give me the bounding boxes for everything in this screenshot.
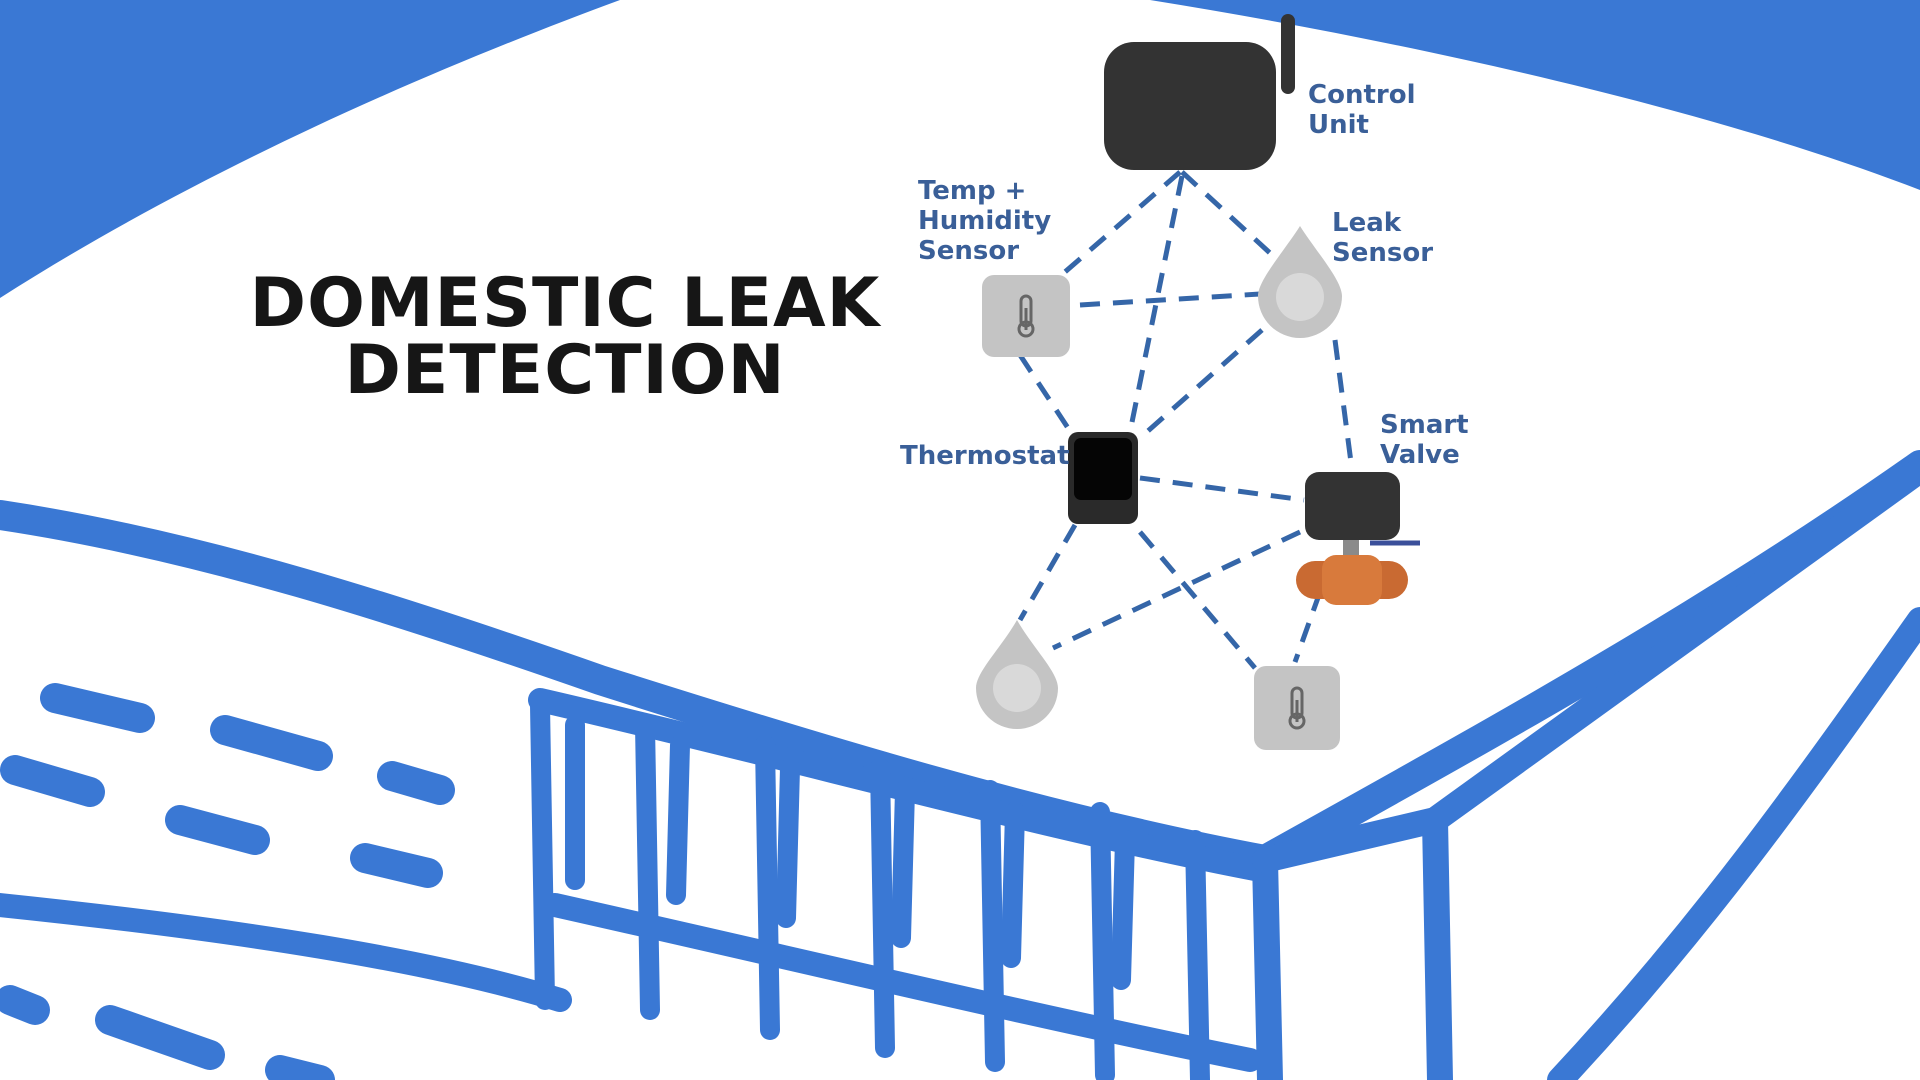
roof-lower-edge xyxy=(0,893,572,1012)
thermostat-label: Thermostat xyxy=(900,441,1070,471)
right-corner-edge xyxy=(1422,807,1453,1080)
right-wall-edge xyxy=(1252,847,1283,1080)
link-control-thermostat xyxy=(1127,175,1185,433)
slat xyxy=(666,735,690,905)
label-line: Valve xyxy=(1380,440,1460,470)
roof-shingles xyxy=(0,683,455,1080)
label-line: Temp + xyxy=(918,176,1027,206)
network-links xyxy=(1017,170,1355,670)
thermometer-icon xyxy=(1017,294,1035,338)
page-title-line-1: DOMESTIC LEAK xyxy=(249,264,881,343)
slat xyxy=(635,715,660,1020)
smart-valve-label: Smart Valve xyxy=(1380,410,1469,470)
leak-sensor-device-2 xyxy=(976,620,1058,729)
drop-highlight xyxy=(1276,273,1324,321)
link-leak-valve xyxy=(1332,339,1355,471)
shingle xyxy=(210,715,333,771)
link-leak-thermostat xyxy=(1138,328,1264,440)
shingle xyxy=(40,683,155,733)
page-title-line-2: DETECTION xyxy=(344,331,786,410)
drop-highlight xyxy=(993,664,1041,712)
roof-slats xyxy=(530,695,1210,1080)
label-line: Smart xyxy=(1380,410,1469,440)
ridge-line xyxy=(1252,457,1920,873)
shingle xyxy=(95,1005,225,1070)
slat xyxy=(980,780,1005,1072)
slat xyxy=(1001,802,1025,968)
label-line: Sensor xyxy=(1332,238,1434,268)
shingle xyxy=(0,755,105,807)
label-line: Unit xyxy=(1308,110,1369,140)
label-line: Sensor xyxy=(918,236,1020,266)
background-shapes xyxy=(0,0,1920,298)
label-line: Humidity xyxy=(918,206,1052,236)
link-thermostat-valve xyxy=(1139,475,1305,503)
shingle xyxy=(0,985,50,1025)
roof-rail-bottom xyxy=(543,893,1262,1072)
shingle xyxy=(377,761,455,805)
thermostat-device xyxy=(1068,432,1138,524)
link-control-leak xyxy=(1180,170,1285,267)
valve-actuator xyxy=(1305,472,1400,540)
leak-sensor-device xyxy=(1258,226,1342,338)
temp-humidity-sensor-label: Temp + Humidity Sensor xyxy=(918,176,1051,266)
link-thermostat-temp2 xyxy=(1138,530,1257,670)
label-line: Control xyxy=(1308,80,1416,110)
hub-body xyxy=(1104,42,1276,170)
slat xyxy=(530,695,555,1010)
far-right-slope xyxy=(1547,607,1920,1080)
thermometer-icon xyxy=(1288,686,1306,730)
slat xyxy=(870,758,895,1058)
building-sketch xyxy=(0,450,1920,1080)
leak-sensor-label: Leak Sensor xyxy=(1332,208,1433,268)
control-unit-device xyxy=(1104,14,1295,170)
label-line: Leak xyxy=(1332,208,1402,238)
top-right-blue-shape xyxy=(1150,0,1920,190)
antenna-icon xyxy=(1281,14,1295,94)
top-left-blue-shape xyxy=(0,0,620,298)
shingle xyxy=(265,1055,335,1080)
slat xyxy=(1185,830,1210,1080)
roof-outline xyxy=(0,450,1920,875)
temp-humidity-sensor-device-2 xyxy=(1254,666,1340,750)
slat xyxy=(1090,802,1115,1080)
slat xyxy=(776,758,800,928)
temp-humidity-sensor-device xyxy=(982,275,1070,357)
link-valve-temp2 xyxy=(1292,591,1323,663)
valve-body xyxy=(1322,555,1382,605)
slat xyxy=(755,735,780,1040)
smart-valve-device xyxy=(1296,472,1420,605)
link-temp-thermostat xyxy=(1017,353,1071,430)
shingle xyxy=(165,805,270,855)
label-line: Thermostat xyxy=(900,441,1070,471)
shingle xyxy=(350,843,443,888)
slat xyxy=(891,780,915,948)
link-control-temp xyxy=(1056,170,1182,280)
link-thermostat-leak2 xyxy=(1017,523,1078,622)
link-valve-leak2 xyxy=(1051,529,1302,651)
slat xyxy=(1111,830,1135,990)
thermostat-screen xyxy=(1074,438,1132,500)
control-unit-label: Control Unit xyxy=(1308,80,1415,140)
link-temp-leak xyxy=(1079,291,1261,308)
